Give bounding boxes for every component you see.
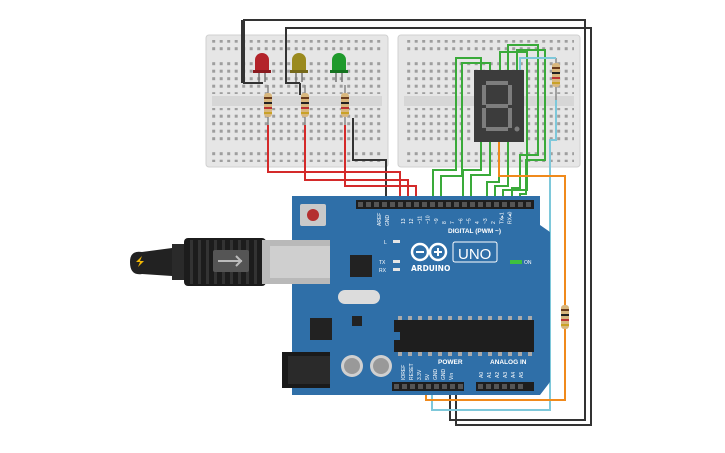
pin-label-aref: AREF (377, 213, 383, 226)
black-wires (241, 19, 592, 426)
resistor-green-led (341, 85, 349, 125)
led-l-label: L (384, 240, 387, 246)
crystal (338, 290, 380, 304)
led-tx-label: TX (379, 260, 386, 266)
power-pin-label-6: Vin (449, 373, 455, 380)
led-rx-indicator (393, 268, 400, 271)
analog-pin-label-2: A2 (495, 372, 501, 378)
resistor-red-led (264, 85, 272, 125)
green-wires (432, 44, 546, 200)
orange-wire (425, 142, 566, 401)
analog-label: ANALOG IN (490, 359, 527, 366)
digital-pin-label-10: ~3 (483, 218, 489, 224)
microcontroller-chip (394, 320, 534, 352)
digital-pin-label-5: 8 (442, 221, 448, 224)
digital-pin-label-2: ~11 (417, 216, 423, 224)
seven-segment-display (474, 70, 524, 142)
digital-pin-label-1: 12 (409, 218, 415, 224)
digital-header (356, 200, 534, 209)
reset-button[interactable] (307, 209, 319, 221)
analog-pin-label-4: A4 (511, 372, 517, 378)
digital-pin-label-8: ~5 (467, 218, 473, 224)
digital-pin-label-3: ~10 (426, 215, 432, 224)
led-red (253, 53, 271, 82)
on-indicator (510, 260, 522, 264)
resistor-vertical (561, 305, 569, 329)
power-pin-label-5: GND (441, 369, 447, 381)
digital-pin-label-0: 13 (401, 218, 407, 224)
digital-pin-label-13: RX◂0 (508, 212, 514, 224)
digital-label: DIGITAL (PWM ~) (448, 228, 501, 235)
digital-pin-label-4: ~9 (434, 218, 440, 224)
led-yellow (290, 53, 308, 82)
led-tx-indicator (393, 260, 400, 263)
brand-label: ARDUINO (411, 264, 450, 273)
led-green (330, 53, 348, 82)
digital-pin-label-12: TX▸1 (499, 212, 505, 224)
analog-pin-label-0: A0 (479, 372, 485, 378)
analog-pin-label-5: A5 (519, 372, 525, 378)
power-pin-label-3: 5V (425, 373, 431, 380)
digital-pin-label-11: 2 (491, 221, 497, 224)
arduino-logo (410, 242, 448, 262)
digital-pin-label-9: 4 (475, 221, 481, 224)
analog-pin-label-3: A3 (503, 372, 509, 378)
led-rx-label: RX (379, 268, 387, 274)
led-l-indicator (393, 240, 400, 243)
power-pin-label-4: GND (433, 369, 439, 381)
resistor-yellow-led (301, 85, 309, 125)
power-pin-label-1: RESET (409, 363, 415, 380)
pin-label-gnd: GND (385, 215, 391, 227)
digital-pin-label-7: ~6 (458, 218, 464, 224)
chip-small (350, 255, 372, 277)
analog-pin-label-1: A1 (487, 372, 493, 378)
power-label: POWER (438, 359, 463, 366)
resistor-display (552, 58, 560, 100)
on-label: ON (524, 260, 532, 266)
digital-pin-label-6: 7 (450, 221, 456, 224)
power-pin-label-2: 3.3V (417, 369, 423, 380)
power-pin-label-0: IOREF (401, 365, 407, 380)
model-label: UNO (458, 246, 491, 263)
red-wires (267, 125, 417, 200)
